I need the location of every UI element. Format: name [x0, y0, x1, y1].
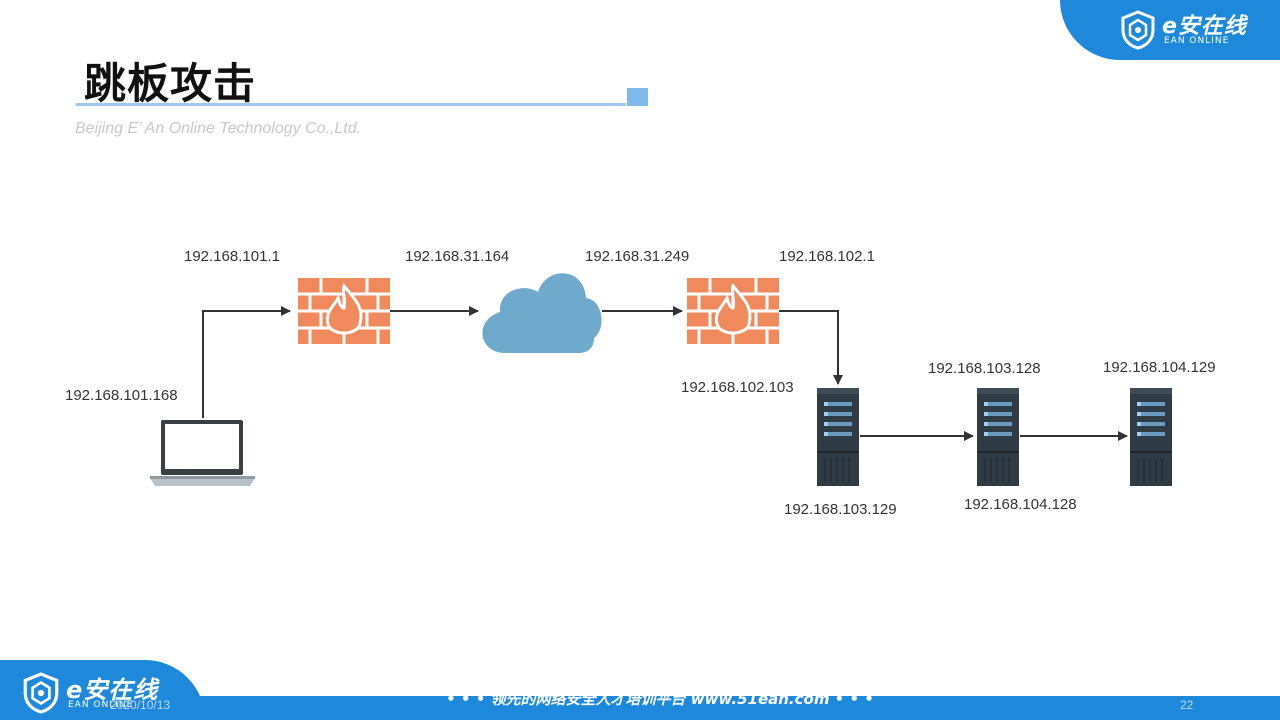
footer-brand-subtitle: EAN ONLINE — [68, 700, 134, 710]
ip-label-firewall1-out: 192.168.31.164 — [405, 248, 509, 265]
brand-subtitle: EAN ONLINE — [1164, 36, 1230, 46]
title-accent-square — [627, 88, 648, 106]
ip-label-server1-in: 192.168.102.103 — [681, 379, 794, 396]
link-laptop-firewall1 — [202, 306, 291, 418]
server-icon — [976, 387, 1020, 487]
ip-label-server2-in: 192.168.103.128 — [928, 360, 1041, 377]
shield-logo-icon — [23, 672, 59, 714]
link-firewall2-server1 — [779, 310, 843, 385]
ip-label-server3-in: 192.168.104.129 — [1103, 359, 1216, 376]
ip-label-server1-out: 192.168.103.129 — [784, 501, 897, 518]
title-underline — [76, 103, 626, 106]
ip-label-laptop: 192.168.101.168 — [65, 387, 178, 404]
company-name: Beijing E’ An Online Technology Co.,Ltd. — [75, 120, 362, 137]
firewall-icon — [296, 276, 392, 346]
brand-wordmark: e安在线 — [1162, 14, 1247, 39]
shield-logo-icon — [1121, 10, 1155, 50]
ip-label-server2-out: 192.168.104.128 — [964, 496, 1077, 513]
footer-logo-panel: e安在线 EAN ONLINE — [0, 660, 205, 720]
page-title: 跳板攻击 — [84, 59, 257, 108]
footer-slogan: • • • 领先的网络安全人才培训平台 www.51ean.com • • • — [446, 690, 874, 708]
ip-label-firewall2-in: 192.168.31.249 — [585, 248, 689, 265]
page-number: 22 — [1180, 698, 1194, 712]
footer-brand-wordmark: e安在线 — [66, 676, 159, 704]
firewall-icon — [685, 276, 781, 346]
cloud-icon — [482, 273, 602, 353]
server-icon — [1129, 387, 1173, 487]
ip-label-firewall2-out: 192.168.102.1 — [779, 248, 875, 265]
laptop-icon — [150, 420, 255, 486]
footer-bar — [0, 696, 1280, 720]
ip-label-firewall1-in: 192.168.101.1 — [184, 248, 280, 265]
server-icon — [816, 387, 860, 487]
brand-logo-tab: e安在线 EAN ONLINE — [1060, 0, 1280, 60]
footer-date: 2020/10/13 — [110, 698, 171, 712]
